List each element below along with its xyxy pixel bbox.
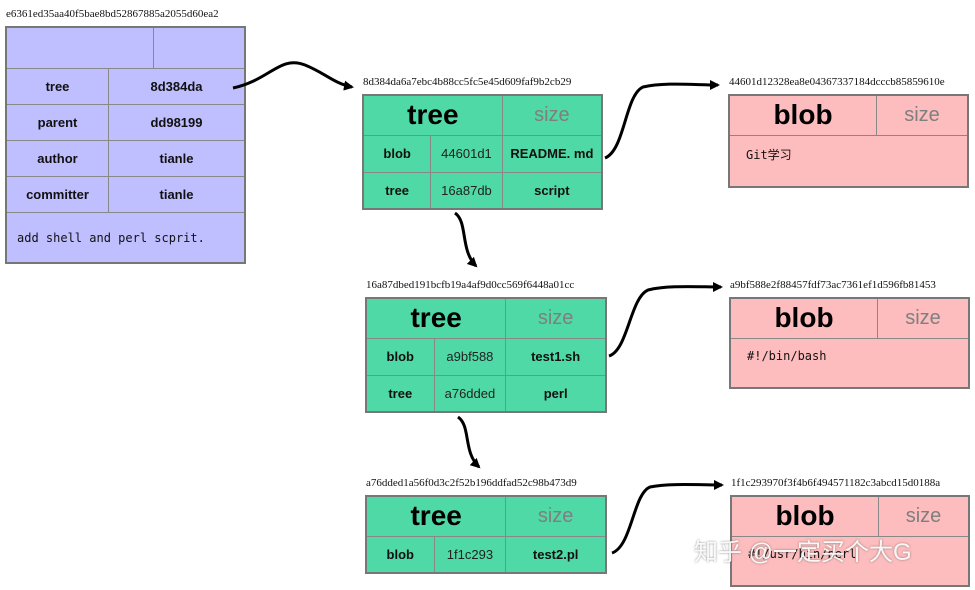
blob-type-label: blob	[729, 297, 878, 339]
tree-entry-sha: a76dded	[433, 374, 507, 413]
tree-hash: a76dded1a56f0d3c2f52b196ddfad52c98b473d9	[366, 477, 577, 489]
tree-entry-sha: 1f1c293	[433, 535, 507, 574]
blob-size-label: size	[878, 495, 970, 537]
commit-hash: e6361ed35aa40f5bae8bd52867885a2055d60ea2	[6, 8, 219, 20]
arrow-tree-to-blob	[604, 79, 720, 160]
tree-entry-name: script	[501, 171, 603, 210]
tree-entry-kind: tree	[362, 171, 432, 210]
commit-field-key: committer	[5, 176, 109, 214]
tree-entry-sha: 16a87db	[430, 171, 503, 210]
blob-type-label: blob	[730, 495, 879, 537]
blob-size-label: size	[876, 94, 969, 136]
blob-hash: 1f1c293970f3f4b6f494571182c3abcd15d0188a	[731, 477, 941, 489]
blob-content: Git学习	[728, 134, 969, 188]
commit-field-value: tianle	[108, 140, 246, 178]
blob-object: blob size #!/usr/bin/perl	[730, 495, 970, 587]
blob-hash: 44601d12328ea8e04367337184dcccb85859610e	[729, 76, 945, 88]
tree-hash: 16a87dbed191bcfb19a4af9d0cc569f6448a01cc	[366, 279, 575, 291]
arrow-tree-to-subtree	[453, 211, 478, 268]
tree-entry-kind: blob	[365, 337, 435, 376]
commit-message: add shell and perl scprit.	[5, 212, 246, 264]
blob-hash: a9bf588e2f88457fdf73ac7361ef1d596fb81453	[730, 279, 936, 291]
blob-content: #!/bin/bash	[729, 337, 970, 389]
arrow-commit-to-tree	[232, 61, 354, 91]
blob-object: blob size Git学习	[728, 94, 969, 188]
tree-size-label: size	[505, 297, 607, 339]
commit-field-key: author	[5, 140, 109, 178]
commit-field-value: dd98199	[108, 104, 246, 142]
tree-entry-kind: blob	[365, 535, 435, 574]
tree-entry-kind: blob	[362, 134, 432, 173]
commit-field-key: tree	[5, 67, 109, 106]
tree-entry-sha: a9bf588	[433, 337, 507, 376]
tree-entry-name: test2.pl	[505, 535, 607, 574]
tree-size-label: size	[505, 495, 607, 537]
tree-entry-name: test1.sh	[505, 337, 607, 376]
tree-type-label: tree	[365, 495, 507, 537]
tree-entry-name: perl	[505, 374, 607, 413]
tree-object: tree size blob 1f1c293 test2.pl	[365, 495, 607, 574]
arrow-tree-to-blob	[608, 281, 723, 358]
blob-object: blob size #!/bin/bash	[729, 297, 970, 389]
tree-type-label: tree	[362, 94, 503, 136]
tree-entry-sha: 44601d1	[430, 134, 503, 173]
commit-fields: tree 8d384da parent dd98199 author tianl…	[5, 67, 246, 264]
commit-field-value: 8d384da	[108, 67, 246, 106]
arrow-tree-to-subtree	[456, 415, 481, 469]
watermark: 知乎 @一定买个大G	[694, 539, 912, 566]
tree-entry-kind: tree	[365, 374, 435, 413]
tree-size-label: size	[501, 94, 603, 136]
tree-object: tree size blob a9bf588 test1.sh tree a76…	[365, 297, 607, 413]
blob-content: #!/usr/bin/perl	[730, 535, 970, 587]
tree-hash: 8d384da6a7ebc4b88cc5fc5e45d609faf9b2cb29	[363, 76, 572, 88]
arrow-tree-to-blob	[611, 479, 724, 555]
tree-object: tree size blob 44601d1 README. md tree 1…	[362, 94, 603, 210]
commit-field-value: tianle	[108, 176, 246, 214]
